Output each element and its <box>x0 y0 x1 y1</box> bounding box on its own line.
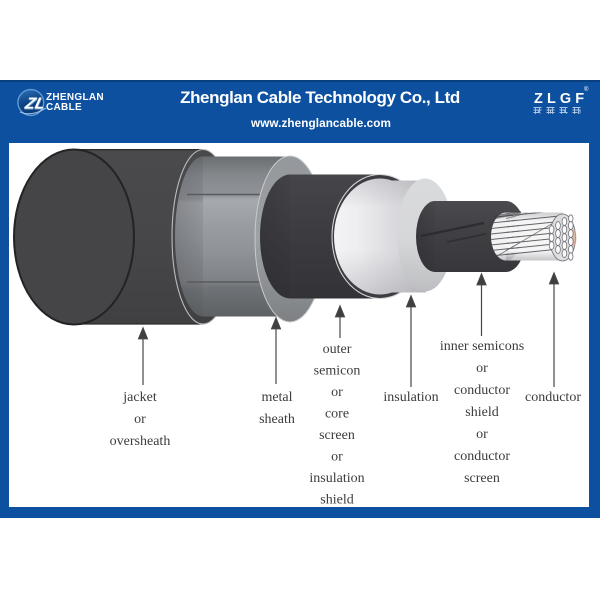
svg-text:core: core <box>325 407 349 422</box>
svg-text:oversheath: oversheath <box>110 434 171 449</box>
svg-text:conductor: conductor <box>454 449 510 464</box>
svg-text:insulation: insulation <box>383 390 438 405</box>
svg-text:shield: shield <box>465 405 498 420</box>
svg-text:screen: screen <box>464 471 500 486</box>
svg-text:ZL: ZL <box>23 96 48 114</box>
svg-text:ZL: ZL <box>22 95 47 113</box>
svg-text:jacket: jacket <box>122 390 157 405</box>
svg-text:or: or <box>476 427 488 442</box>
svg-text:outer: outer <box>323 342 352 357</box>
svg-text:or: or <box>476 361 488 376</box>
svg-text:conductor: conductor <box>525 390 581 405</box>
svg-text:sheath: sheath <box>259 412 295 427</box>
svg-text:screen: screen <box>319 428 355 443</box>
svg-text:insulation: insulation <box>309 471 364 486</box>
svg-text:semicon: semicon <box>314 364 361 379</box>
svg-text:or: or <box>331 385 343 400</box>
svg-text:or: or <box>331 450 343 465</box>
svg-text:metal: metal <box>261 390 292 405</box>
svg-text:or: or <box>134 412 146 427</box>
svg-text:conductor: conductor <box>454 383 510 398</box>
svg-text:inner semicons: inner semicons <box>440 339 524 354</box>
svg-text:shield: shield <box>320 493 353 508</box>
